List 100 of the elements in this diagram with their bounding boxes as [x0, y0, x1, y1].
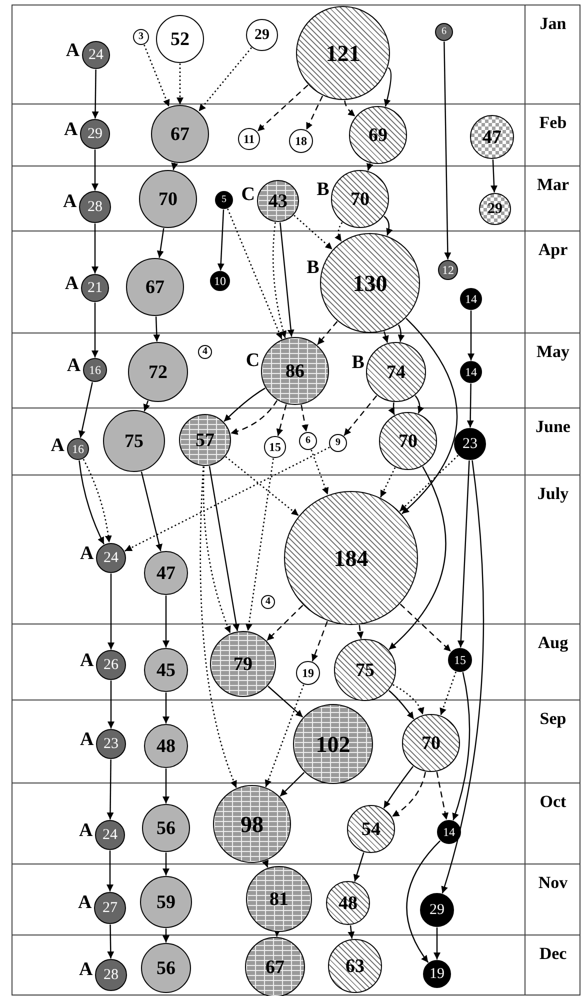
arrow: [400, 604, 452, 652]
arrow: [353, 852, 364, 882]
node-number: 56: [156, 818, 176, 838]
series-letter: A: [78, 730, 94, 748]
month-label: June: [534, 418, 572, 435]
arrow: [144, 44, 170, 107]
node-number: 47: [482, 128, 502, 146]
series-letter: A: [78, 960, 93, 980]
node-number: 29: [254, 28, 270, 42]
arrow: [202, 466, 231, 634]
month-label: Jan: [538, 15, 568, 32]
node-number: 3: [138, 32, 144, 42]
arrow: [227, 208, 282, 340]
series-letter: C: [244, 350, 260, 370]
arrow: [490, 159, 498, 193]
month-label: Aug: [536, 634, 570, 651]
arrow: [107, 924, 114, 959]
arrow: [162, 928, 170, 942]
node-number: 19: [302, 667, 314, 679]
month-label: July: [536, 485, 570, 502]
month-label: Mar: [536, 176, 570, 193]
arrow: [162, 768, 170, 804]
arrow: [440, 672, 456, 716]
arrow: [153, 316, 160, 342]
arrow: [200, 466, 238, 788]
node-number: 28: [104, 968, 118, 982]
month-label: Dec: [538, 945, 568, 962]
node-number: 70: [158, 190, 178, 208]
node-number: 98: [240, 812, 264, 836]
node-number: 16: [89, 364, 101, 376]
month-label: May: [535, 343, 571, 360]
arrow: [414, 395, 424, 414]
arrow: [262, 860, 269, 868]
arrow: [294, 214, 333, 250]
series-letter: A: [78, 544, 94, 562]
arrow: [280, 222, 294, 337]
node-number: 23: [462, 436, 478, 452]
arrow: [392, 772, 426, 818]
series-letter: C: [240, 184, 255, 204]
arrow: [162, 692, 170, 724]
arrow: [92, 150, 98, 190]
node-number: 59: [156, 892, 176, 912]
node-number: 63: [346, 956, 364, 976]
arrow: [383, 766, 414, 808]
arrow: [156, 228, 164, 258]
arrow: [441, 460, 484, 894]
series-letter: A: [77, 893, 92, 912]
arrow: [388, 690, 414, 720]
arrow: [402, 318, 458, 514]
series-letter: A: [64, 40, 80, 60]
node-number: 67: [266, 958, 284, 976]
arrow: [92, 302, 98, 358]
series-letter: A: [78, 650, 94, 670]
node-number: 21: [88, 280, 102, 296]
arrow: [388, 466, 446, 650]
arrow: [316, 321, 338, 346]
arrow: [468, 310, 474, 360]
month-label: Sep: [538, 710, 568, 727]
arrow: [382, 331, 389, 343]
node-number: 4: [202, 347, 208, 357]
arrow: [143, 400, 150, 412]
node-number: 43: [268, 192, 288, 210]
arrow: [82, 458, 112, 543]
node-number: 67: [146, 278, 164, 296]
arrow: [310, 450, 329, 495]
node-number: 102: [316, 732, 350, 756]
arrow: [398, 324, 405, 342]
node-number: 54: [362, 820, 380, 838]
node-number: 5: [222, 195, 226, 205]
month-label: Apr: [537, 241, 569, 258]
node-number: 18: [295, 135, 307, 147]
arrow: [276, 404, 287, 436]
node-number: 29: [488, 202, 502, 216]
node-number: 10: [214, 275, 226, 287]
series-letter: A: [50, 436, 64, 455]
arrow: [452, 672, 470, 820]
node-number: 28: [88, 200, 102, 214]
arrow: [384, 67, 392, 107]
arrow: [434, 928, 440, 960]
arrow: [312, 621, 328, 662]
node-number: 27: [102, 900, 118, 916]
node-number: 6: [442, 27, 446, 37]
series-letter: A: [78, 820, 93, 840]
arrow: [348, 925, 355, 939]
node-number: 4: [266, 597, 270, 607]
arrow: [280, 772, 305, 797]
arrow: [225, 456, 299, 516]
series-letter: B: [306, 258, 320, 277]
arrow: [92, 224, 98, 274]
node-number: 23: [104, 736, 118, 752]
arrow: [171, 162, 178, 170]
arrow: [78, 382, 93, 438]
node-number: 86: [286, 362, 304, 380]
series-letter: A: [64, 274, 79, 293]
arrow: [380, 467, 396, 498]
node-number: 48: [338, 894, 358, 912]
arrow: [245, 458, 274, 631]
node-number: 16: [72, 443, 84, 455]
node-number: 14: [443, 826, 455, 838]
node-number: 75: [124, 432, 144, 450]
